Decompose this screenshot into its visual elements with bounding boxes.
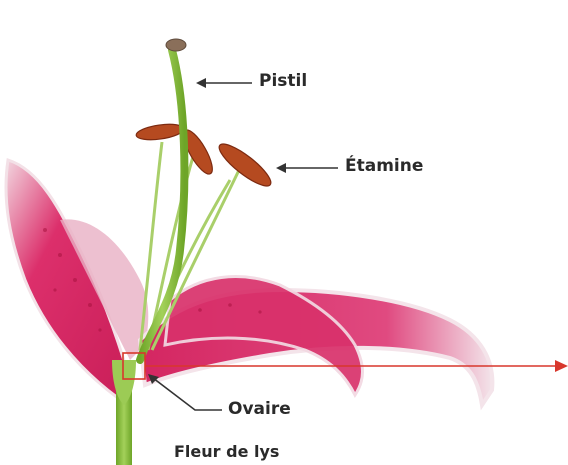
ovaire-label: Ovaire [228,401,291,418]
pistil-label: Pistil [259,73,307,90]
diagram-caption: Fleur de lys [174,444,279,460]
etamine-label: Étamine [345,158,423,175]
leader-ovaire [153,378,222,410]
pistil-stigma [166,39,186,51]
